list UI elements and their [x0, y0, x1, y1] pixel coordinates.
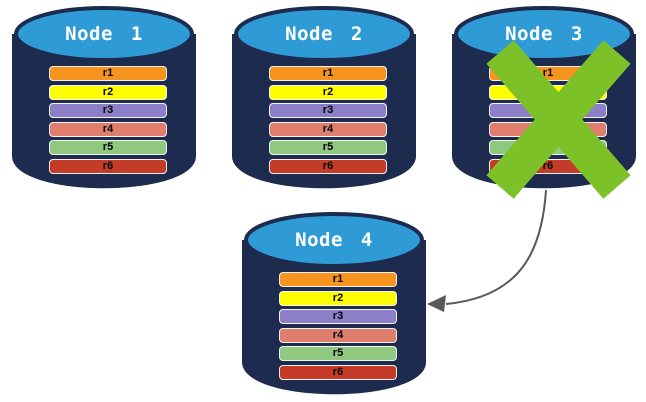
replica-label: r3 [322, 104, 334, 116]
node-label: Node 1 [65, 23, 143, 45]
replica-label: r6 [322, 159, 334, 172]
replica-label: r5 [322, 141, 334, 153]
replica-row: r6 [269, 158, 387, 174]
replica-row: r4 [269, 121, 387, 137]
replica-row: r6 [279, 364, 397, 380]
replica-row: r3 [269, 103, 387, 118]
cylinder-top [454, 6, 634, 62]
replica-label: r1 [332, 273, 344, 285]
replica-row: r5 [279, 346, 397, 361]
failure-cross-icon [486, 40, 631, 199]
replica-label: r6 [102, 159, 114, 172]
replica-label: r2 [322, 85, 334, 98]
replica-row: r2 [49, 84, 167, 100]
replica-row: r1 [269, 66, 387, 81]
replica-row: r2 [269, 84, 387, 100]
node-label: Node 3 [505, 23, 583, 45]
replica-row: r5 [49, 140, 167, 155]
replica-label: r4 [332, 328, 344, 341]
node-label: Node 2 [285, 23, 363, 45]
cylinder-top [244, 212, 424, 268]
replica-row: r1 [49, 66, 167, 81]
replica-row: r4 [279, 327, 397, 343]
node-2: Node 2 r1 r2 r3 r4 r5 r6 [230, 6, 418, 192]
replica-label: r4 [322, 122, 334, 135]
replica-list: r1 r2 r3 r4 r5 r6 [49, 66, 167, 174]
replica-label: r4 [102, 122, 114, 135]
node-label: Node 4 [295, 229, 373, 251]
replica-list: r1 r2 r3 r4 r5 r6 [269, 66, 387, 174]
replica-label: r1 [542, 67, 554, 79]
replica-row: r2 [279, 290, 397, 306]
node-3: Node 3 r1 r2 r3 r4 r5 r6 [450, 6, 638, 199]
replica-label: r5 [332, 347, 344, 359]
replica-label: r3 [102, 104, 114, 116]
cylinder-top [234, 6, 414, 62]
replica-label: r3 [332, 310, 344, 322]
replica-row: r5 [269, 140, 387, 155]
cylinder-top [14, 6, 194, 62]
arrow-head [427, 295, 446, 312]
replica-row: r6 [49, 158, 167, 174]
replica-row: r3 [49, 103, 167, 118]
replica-label: r6 [542, 159, 554, 172]
node-1: Node 1 r1 r2 r3 r4 r5 r6 [10, 6, 198, 192]
arrow-curve [445, 189, 547, 305]
replica-label: r1 [102, 67, 114, 79]
replica-label: r5 [102, 141, 114, 153]
replica-label: r2 [332, 291, 344, 304]
replica-label: r1 [322, 67, 334, 79]
replica-label: r6 [332, 365, 344, 378]
node-4: Node 4 r1 r2 r3 r4 r5 r6 [240, 212, 428, 398]
replica-list: r1 r2 r3 r4 r5 r6 [279, 272, 397, 380]
replica-label: r2 [102, 85, 114, 98]
replica-row: r4 [49, 121, 167, 137]
replica-row: r1 [279, 272, 397, 287]
replica-row: r3 [279, 309, 397, 324]
